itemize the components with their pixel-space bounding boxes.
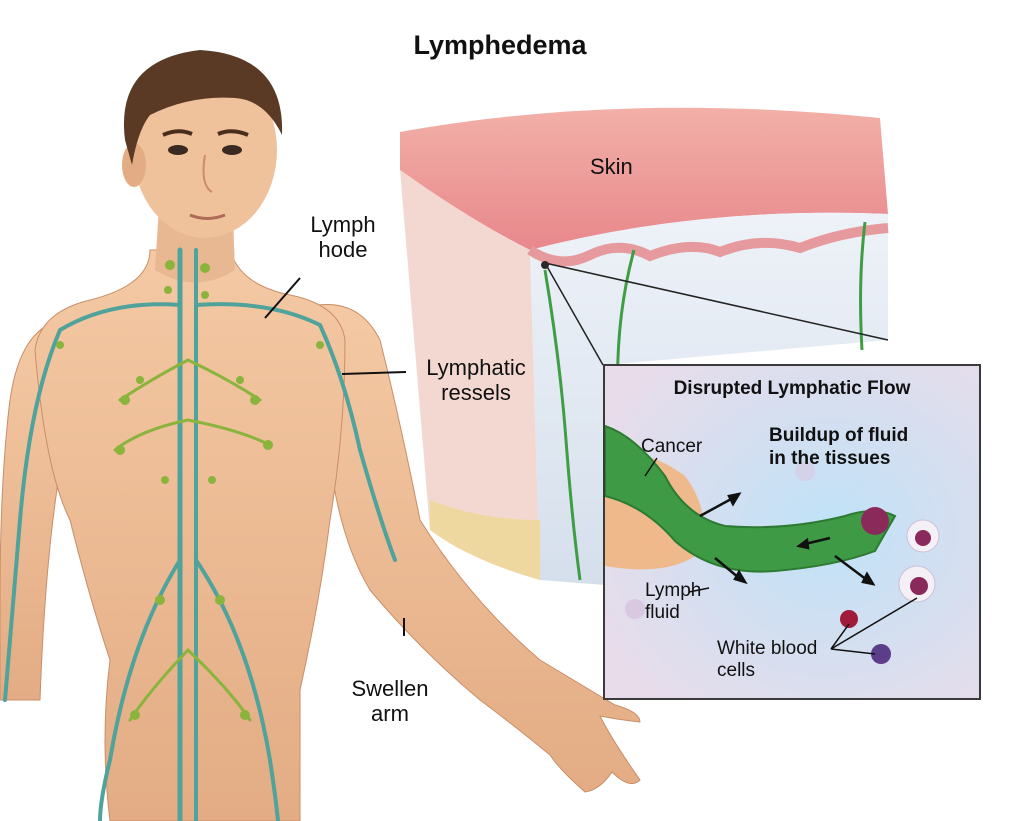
skin-block-top xyxy=(400,107,888,251)
fat-layer xyxy=(430,500,540,580)
torso xyxy=(34,249,346,821)
eye-right xyxy=(222,145,242,155)
human-figure xyxy=(0,50,641,821)
skin-layer-edge xyxy=(527,223,889,267)
nose xyxy=(202,154,213,193)
white-blood-cells xyxy=(625,461,940,664)
tissue-vessel-1 xyxy=(543,269,582,581)
buildup-line2: in the tissues xyxy=(769,448,891,469)
cancer-leader xyxy=(644,457,658,477)
wbc-label: White blood cells xyxy=(717,638,817,682)
mouth xyxy=(189,213,226,220)
eye-left xyxy=(168,145,188,155)
lymph-nodes xyxy=(56,260,324,720)
vessels-label-line2: ressels xyxy=(441,380,511,405)
vessels-label-line1: Lymphatic xyxy=(426,355,526,380)
lymphatic-vessels-label: Lymphatic ressels xyxy=(410,355,542,405)
skin-label-text: Skin xyxy=(590,154,633,179)
skin-label: Skin xyxy=(590,154,633,179)
inset-title: Disrupted Lymphatic Flow xyxy=(673,378,911,399)
lymph-fluid-line1: Lymph xyxy=(645,580,702,601)
skin-block xyxy=(400,107,889,585)
hair xyxy=(123,50,283,165)
wbc-line2: cells xyxy=(717,660,756,681)
lymph-node-label-line1: Lymph xyxy=(310,212,376,237)
disrupted-flow-inset: Disrupted Lymphatic Flow Buildup of flui… xyxy=(603,364,981,700)
ear xyxy=(122,143,146,187)
buildup-label: Buildup of fluid in the tissues xyxy=(769,424,908,470)
lymph-fluid-label: Lymph fluid xyxy=(645,580,701,624)
skin-block-front xyxy=(400,170,540,580)
eyebrows xyxy=(162,129,249,137)
vessels-leader xyxy=(341,371,407,375)
wbc-leaders xyxy=(830,597,918,655)
lymph-fluid-leader xyxy=(688,587,710,593)
buildup-line1: Buildup of fluid xyxy=(769,425,909,446)
lymph-node-label-line2: hode xyxy=(318,237,368,262)
swollen-arm xyxy=(317,303,641,793)
wbc-line1: White blood xyxy=(717,638,818,659)
lymph-fluid-line2: fluid xyxy=(645,602,680,623)
swollen-label-line2: arm xyxy=(371,701,409,726)
diagram-title: Lymphedema xyxy=(413,30,587,60)
swollen-label-line1: Swellen xyxy=(351,676,429,701)
lymph-node-label: Lymph hode xyxy=(298,212,388,262)
lymph-node-leader xyxy=(264,277,301,319)
swollen-arm-label: Swellen arm xyxy=(336,676,444,726)
cancer-label: Cancer xyxy=(641,436,703,457)
fluid-arrows xyxy=(699,492,876,586)
skin-block-side xyxy=(530,212,888,585)
inset-illustration xyxy=(605,366,979,698)
